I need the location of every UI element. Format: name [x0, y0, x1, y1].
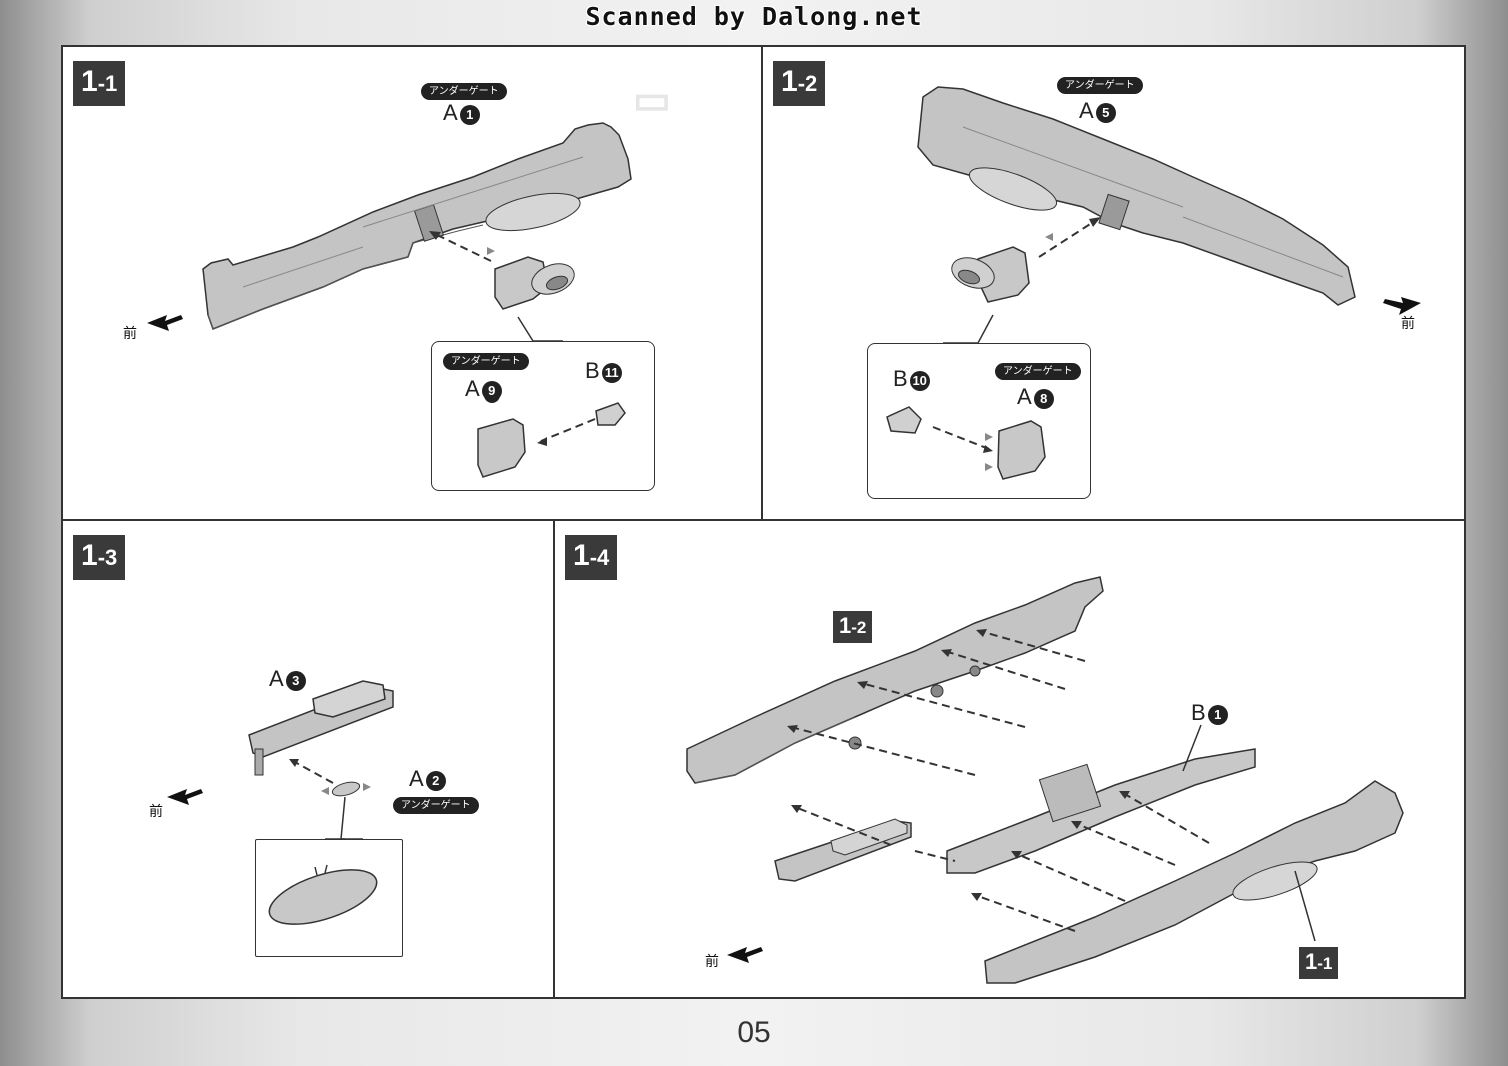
- front-direction-label: 前: [705, 954, 719, 970]
- front-direction-label: 前: [149, 804, 163, 820]
- step-1-1-panel: ▭ 1-1: [63, 47, 763, 521]
- callout-parts-overlay: [477, 402, 626, 478]
- page-number: 05: [737, 1016, 771, 1049]
- front-direction-label: 前: [123, 326, 137, 342]
- front-direction-label: 前: [1401, 316, 1415, 332]
- hull-part-diagram: [917, 86, 1421, 344]
- step-badge: 1-3: [73, 535, 126, 580]
- under-gate-tag: アンダーゲート: [443, 353, 529, 370]
- under-gate-tag: アンダーゲート: [393, 797, 479, 814]
- step-badge: 1-2: [773, 61, 826, 106]
- step-badge: 1-4: [565, 535, 618, 580]
- under-gate-tag: アンダーゲート: [995, 363, 1081, 380]
- under-gate-tag: アンダーゲート: [1057, 77, 1143, 94]
- callout-part-overlay: [268, 838, 378, 925]
- step-ref-badge-1-2: 1-2: [833, 611, 873, 643]
- step-badge: 1-1: [73, 61, 126, 106]
- under-gate-tag: アンダーゲート: [421, 83, 507, 100]
- part-diagram: [167, 680, 394, 840]
- scan-credit: Scanned by Dalong.net: [585, 2, 923, 31]
- step-ref-badge-1-1: 1-1: [1299, 947, 1339, 979]
- background-ghost-print: ▭: [633, 78, 671, 122]
- assembly-diagram: [686, 576, 1404, 984]
- step-1-4-panel: 1-4: [555, 521, 1464, 997]
- instruction-sheet: ▭ 1-1: [61, 45, 1466, 999]
- callout-parts-overlay: [886, 406, 1046, 480]
